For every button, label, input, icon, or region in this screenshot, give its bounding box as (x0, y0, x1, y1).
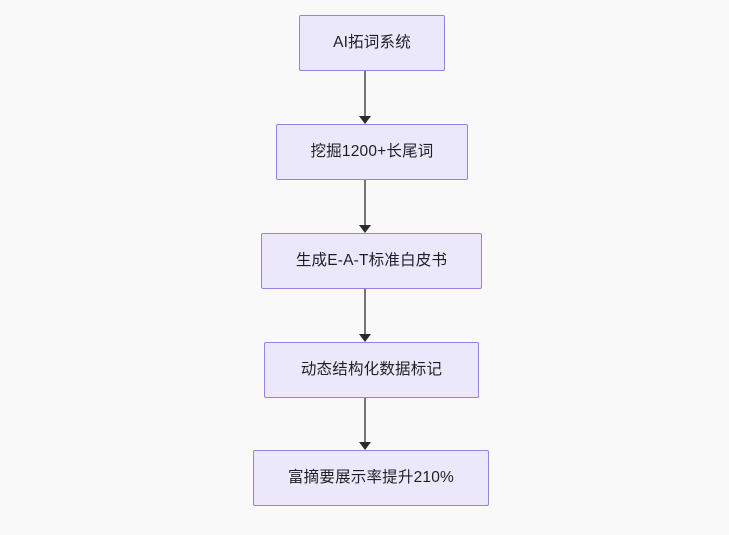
arrowhead-icon (359, 225, 371, 233)
arrowhead-icon (359, 116, 371, 124)
edge-n4-n5 (358, 398, 372, 450)
edge-line (364, 289, 366, 335)
arrowhead-icon (359, 442, 371, 450)
flow-node-generate-eat-whitepaper[interactable]: 生成E-A-T标准白皮书 (261, 233, 482, 289)
flow-node-label: 挖掘1200+长尾词 (310, 142, 434, 160)
edge-line (364, 71, 366, 117)
edge-n2-n3 (358, 180, 372, 233)
arrowhead-icon (359, 334, 371, 342)
edge-line (364, 180, 366, 226)
flow-node-label: AI拓词系统 (333, 33, 411, 51)
flow-node-mine-longtail-keywords[interactable]: 挖掘1200+长尾词 (276, 124, 468, 180)
edge-line (364, 398, 366, 443)
flow-node-label: 富摘要展示率提升210% (287, 468, 455, 486)
edge-n3-n4 (358, 289, 372, 342)
edge-n1-n2 (358, 71, 372, 124)
flow-node-dynamic-structured-data[interactable]: 动态结构化数据标记 (264, 342, 479, 398)
flow-node-label: 动态结构化数据标记 (300, 360, 443, 378)
flow-node-rich-snippet-result[interactable]: 富摘要展示率提升210% (253, 450, 489, 506)
flow-node-ai-keyword-system[interactable]: AI拓词系统 (299, 15, 445, 71)
flow-node-label: 生成E-A-T标准白皮书 (295, 251, 448, 269)
